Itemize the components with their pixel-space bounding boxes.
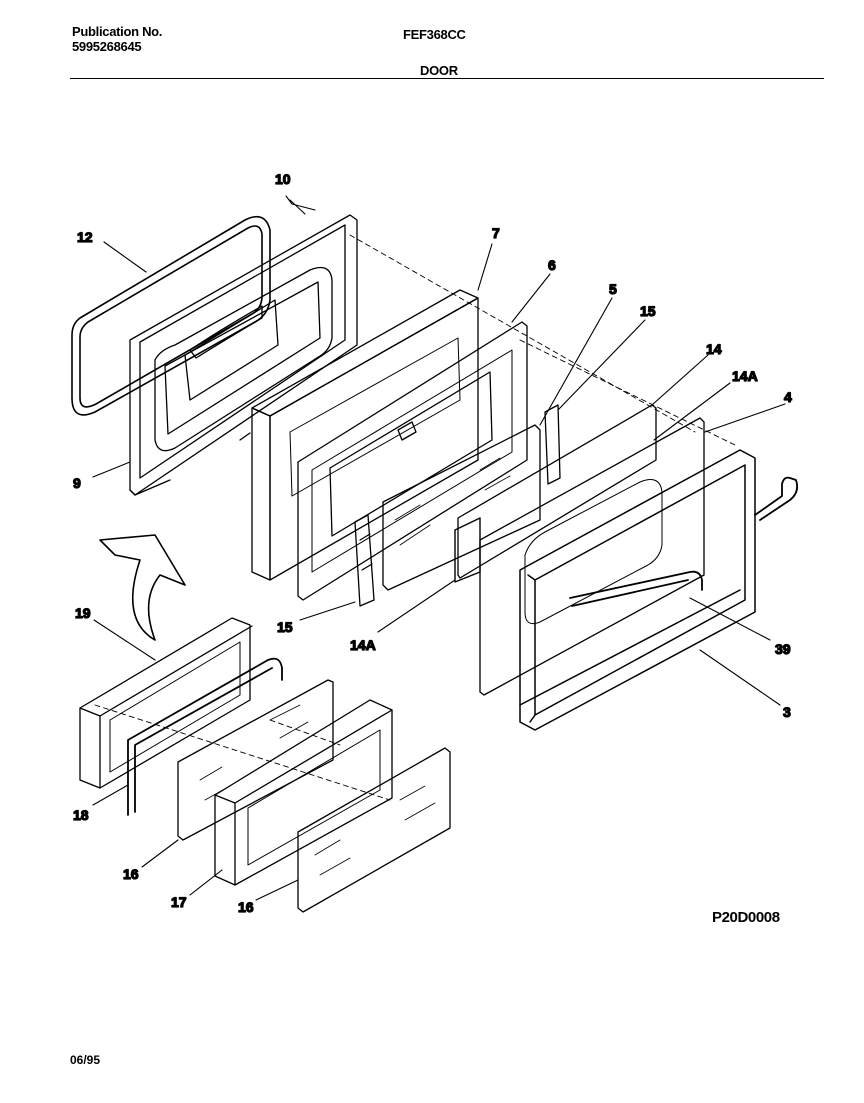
footer-date: 06/95 xyxy=(70,1053,101,1067)
leader-lines xyxy=(92,195,786,901)
callout-label: 6 xyxy=(548,257,556,273)
outer-glass xyxy=(479,417,705,696)
callout-label: 15 xyxy=(277,619,293,635)
callout-label: 12 xyxy=(77,229,93,245)
callout-label: 5 xyxy=(609,281,617,297)
callout-label: 15 xyxy=(640,303,656,319)
publication-number: 5995268645 xyxy=(72,39,142,54)
inner-glass xyxy=(382,424,541,591)
glass-pane-b xyxy=(297,747,451,913)
section-title: DOOR xyxy=(420,63,458,78)
direction-arrow xyxy=(99,534,186,641)
drawing-code: P20D0008 xyxy=(712,909,780,926)
callout-label: 18 xyxy=(73,807,89,823)
alignment-lines xyxy=(94,234,736,801)
inner-door-panel xyxy=(129,214,358,496)
middle-glass xyxy=(457,404,657,579)
inner-door-liner xyxy=(297,321,528,601)
callout-label: 39 xyxy=(775,641,791,657)
callout-label: 7 xyxy=(492,225,500,241)
callout-label: 3 xyxy=(783,704,791,720)
publication-label: Publication No. xyxy=(72,24,163,39)
callout-label: 14 xyxy=(706,341,722,357)
callout-label: 19 xyxy=(75,605,91,621)
callout-label: 16 xyxy=(238,899,254,915)
outer-door-frame xyxy=(519,449,756,731)
glass-bracket-left xyxy=(354,514,375,607)
callout-label: 4 xyxy=(784,389,792,405)
header-rule xyxy=(70,78,824,79)
callout-label: 16 xyxy=(123,866,139,882)
door-gasket xyxy=(71,215,271,416)
callout-numbers: 10 12 7 6 5 15 14 14A 4 9 15 14A 39 3 19… xyxy=(72,170,792,915)
model-number: FEF368CC xyxy=(403,27,466,42)
callout-label: 9 xyxy=(73,475,81,491)
callout-label: 14A xyxy=(732,368,758,384)
glass-bracket-right xyxy=(544,404,561,485)
lower-glass-frame xyxy=(79,617,253,789)
callout-label: 14A xyxy=(350,637,376,653)
glass-spacer xyxy=(127,657,283,816)
callout-label: 10 xyxy=(275,171,291,187)
callout-label: 17 xyxy=(171,894,187,910)
door-handle xyxy=(569,476,799,607)
insulation-block xyxy=(251,289,479,581)
glass-pane-a xyxy=(177,679,334,841)
